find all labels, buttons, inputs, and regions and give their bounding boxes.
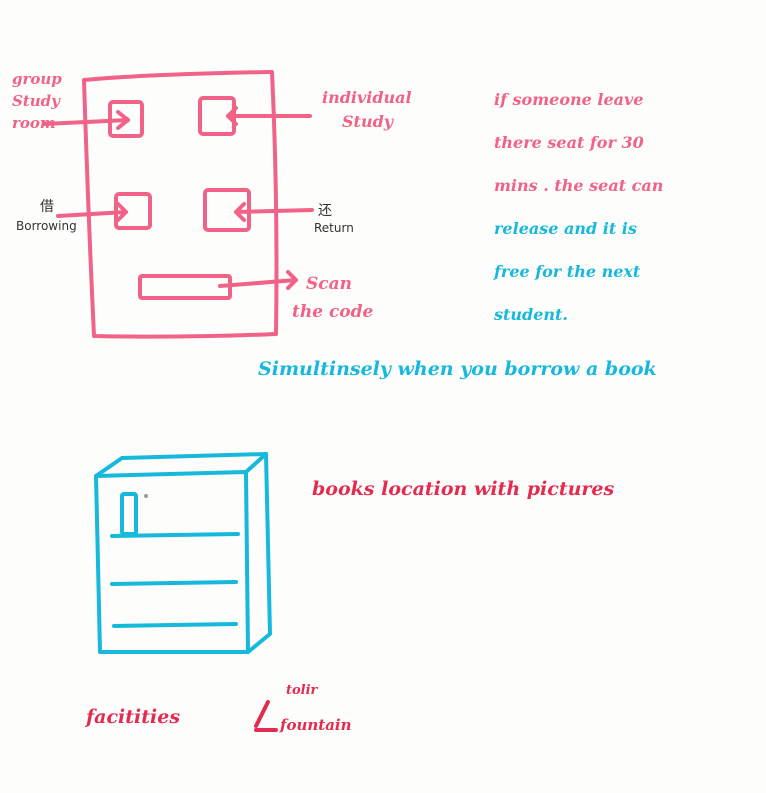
scan-code-label-line: the code (292, 302, 374, 322)
seat-release-note-line: there seat for 30 (494, 133, 644, 152)
group-study-label-line: room (12, 114, 56, 132)
shelf-dot (144, 494, 148, 498)
borrowing-label: Borrowing (16, 219, 77, 233)
scan-code-label-line: Scan (306, 274, 353, 294)
borrowing-arrow (56, 202, 128, 222)
individual-study-label: individual Study (322, 86, 412, 134)
seat-release-note-line: mins . the seat can (494, 176, 664, 195)
seat-release-note-line: free for the next (494, 262, 641, 281)
shelf-side (246, 452, 272, 654)
scan-code-label: Scan the code (292, 270, 373, 326)
scan-slot-sketch (138, 274, 232, 300)
shelf-caption: books location with pictures (312, 478, 615, 500)
seat-release-note-line: if someone leave (494, 90, 644, 109)
seat-release-note: if someone leave there seat for 30 mins … (494, 78, 663, 336)
return-label: Return (314, 221, 354, 235)
shelf-line-2 (110, 580, 238, 586)
individual-study-label-line: individual (322, 88, 412, 107)
kiosk-outline (82, 70, 279, 339)
scan-arrow (218, 270, 298, 290)
shelf-top (94, 452, 268, 478)
seat-release-note-line: student. (494, 305, 568, 324)
facilities-item: tolir (286, 683, 318, 698)
shelf-book (120, 492, 138, 536)
facilities-item: fountain (280, 716, 352, 734)
borrowing-scribble: 借 (40, 199, 54, 215)
seat-release-note-line: release and it is (494, 219, 637, 238)
shelf-line-3 (112, 622, 238, 628)
group-study-label-line: group (12, 70, 62, 88)
group-study-label: group Study room (12, 68, 62, 134)
group-study-label-line: Study (12, 92, 60, 110)
simultaneously-note: Simultinsely when you borrow a book (258, 358, 657, 380)
group-study-arrow (42, 110, 130, 130)
facilities-bracket-up (254, 700, 270, 728)
individual-study-label-line: Study (342, 112, 394, 131)
return-arrow (234, 202, 314, 222)
individual-study-arrow (226, 106, 312, 126)
return-scribble: 还 (318, 203, 332, 219)
facilities-label: facitities (86, 706, 181, 728)
